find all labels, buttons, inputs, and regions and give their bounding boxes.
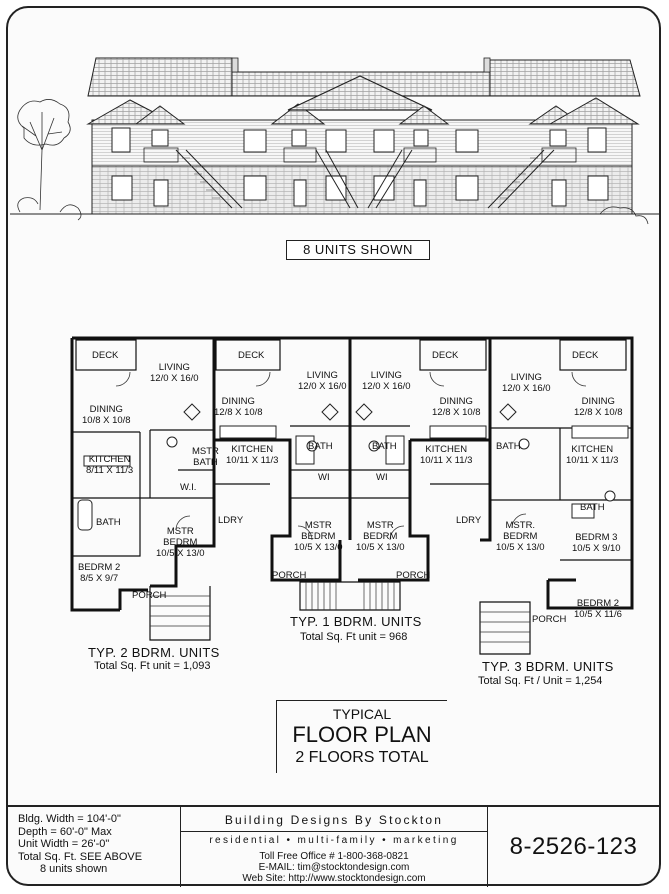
room-label-deck: DECK: [92, 350, 119, 361]
typical-floor-plan-label: TYPICAL FLOOR PLAN 2 FLOORS TOTAL: [276, 700, 447, 773]
room-label-deck: DECK: [572, 350, 599, 361]
room-label-wi: WI: [318, 472, 330, 483]
room-label-porch: PORCH: [132, 590, 167, 601]
website-url[interactable]: Web Site: http://www.stocktondesign.com: [242, 873, 426, 884]
title-block: Bldg. Width = 104'-0" Depth = 60'-0" Max…: [6, 805, 661, 887]
room-label-bath: BATH: [580, 502, 605, 513]
unit-type-title: TYP. 1 BDRM. UNITS: [290, 614, 422, 629]
room-label-porch: PORCH: [272, 570, 307, 581]
units-shown-label: 8 UNITS SHOWN: [286, 240, 430, 260]
room-label-bath: BATH: [372, 441, 397, 452]
company-name: Building Designs By Stockton: [181, 813, 487, 832]
unit-type-area: Total Sq. Ft / Unit = 1,254: [478, 675, 603, 687]
room-label-bath: BATH: [308, 441, 333, 452]
company-tagline: residential • multi-family • marketing: [209, 835, 459, 846]
floor-plan-heading: FLOOR PLAN: [292, 722, 432, 747]
spec-total-sqft: Total Sq. Ft. SEE ABOVE: [18, 850, 143, 863]
building-specs: Bldg. Width = 104'-0" Depth = 60'-0" Max…: [6, 807, 180, 887]
typical-label: TYPICAL: [332, 706, 392, 722]
spec-bldg-width: Bldg. Width = 104'-0": [18, 813, 121, 825]
room-label-deck: DECK: [238, 350, 265, 361]
room-label-bath: BATH: [96, 517, 121, 528]
room-label-bath: BATH: [496, 441, 521, 452]
unit-type-area: Total Sq. Ft unit = 968: [300, 631, 408, 643]
phone-number: Toll Free Office # 1-800-368-0821: [259, 851, 409, 862]
room-label-laundry: LDRY: [218, 515, 244, 526]
front-elevation: [10, 57, 660, 225]
spec-unit-width: Unit Width = 26'-0": [18, 838, 110, 850]
spec-units-shown: 8 units shown: [40, 863, 108, 875]
room-label-porch: PORCH: [532, 614, 567, 625]
room-label-wi: W.I.: [180, 482, 197, 493]
floors-total-label: 2 FLOORS TOTAL: [295, 749, 429, 766]
unit-type-title: TYP. 3 BDRM. UNITS: [482, 659, 614, 674]
floor-plan: [70, 336, 634, 655]
room-label-wi: WI: [376, 472, 388, 483]
plan-number: 8-2526-123: [509, 833, 638, 860]
room-label-laundry: LDRY: [456, 515, 482, 526]
email-address[interactable]: E-MAIL: tim@stocktondesign.com: [258, 862, 410, 873]
company-info: Building Designs By Stockton residential…: [180, 807, 488, 887]
room-label-deck: DECK: [432, 350, 459, 361]
room-label-porch: PORCH: [396, 570, 431, 581]
unit-type-title: TYP. 2 BDRM. UNITS: [88, 645, 220, 660]
spec-depth: Depth = 60'-0" Max: [18, 825, 112, 838]
unit-type-area: Total Sq. Ft unit = 1,093: [94, 660, 211, 672]
